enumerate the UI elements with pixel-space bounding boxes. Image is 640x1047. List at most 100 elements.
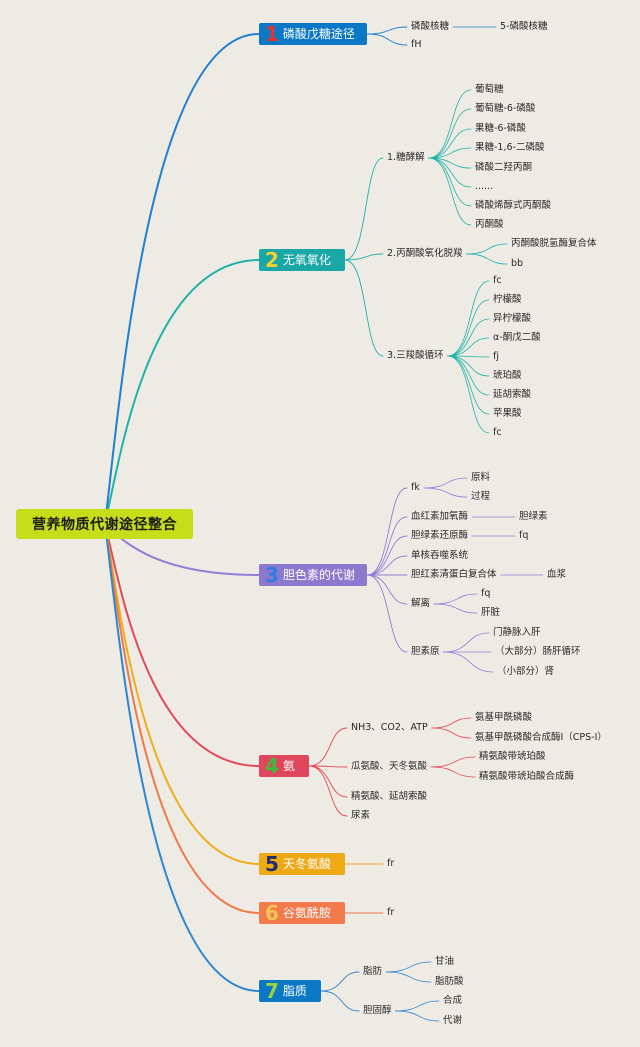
detail-topic[interactable]: 氨基甲酰磷酸合成酶I（CPS-I） xyxy=(475,732,607,743)
detail-connector xyxy=(428,147,472,159)
detail-connector xyxy=(428,157,472,207)
subtopic[interactable]: 尿素 xyxy=(351,810,371,821)
detail-connector xyxy=(385,971,432,983)
branch-label: 天冬氨酸 xyxy=(282,857,331,871)
subtopic[interactable]: 2.丙酮酸氧化脱羧 xyxy=(387,248,463,259)
subtopic[interactable]: 精氨酸、延胡索酸 xyxy=(351,791,428,802)
subtopic-connector xyxy=(344,253,384,261)
branch-label: 氨 xyxy=(282,759,295,773)
branch-label: 谷氨酰胺 xyxy=(282,906,331,920)
subtopic[interactable]: 磷酸核糖 xyxy=(411,21,450,32)
branch-label: 胆色素的代谢 xyxy=(282,568,355,582)
detail-connector xyxy=(447,318,490,357)
detail-connector xyxy=(428,157,472,226)
detail-topic[interactable]: α-酮戊二酸 xyxy=(493,332,541,343)
subtopic[interactable]: 3.三羧酸循环 xyxy=(387,350,444,361)
subtopic-connector xyxy=(344,259,384,357)
subtopic[interactable]: 胆固醇 xyxy=(363,1005,392,1016)
detail-topic[interactable]: 精氨酸带琥珀酸 xyxy=(479,751,546,762)
detail-topic[interactable]: 脂肪酸 xyxy=(435,976,464,987)
detail-topic[interactable]: 磷酸二羟丙酮 xyxy=(475,162,533,173)
subtopic[interactable]: 解离 xyxy=(411,598,431,609)
root-topic[interactable]: 营养物质代谢途径整合 xyxy=(16,509,193,539)
detail-topic[interactable]: （小部分）肾 xyxy=(497,666,555,677)
detail-connector xyxy=(428,89,472,159)
subtopic-connector xyxy=(366,574,408,605)
detail-topic[interactable]: bb xyxy=(511,258,524,269)
detail-topic[interactable]: 代谢 xyxy=(443,1015,463,1026)
detail-connector xyxy=(395,1010,440,1022)
detail-topic[interactable]: 原料 xyxy=(471,472,491,483)
subtopic[interactable]: fr xyxy=(387,858,395,869)
subtopic[interactable]: fH xyxy=(411,39,422,50)
detail-connector xyxy=(431,717,472,729)
detail-topic[interactable]: 精氨酸带琥珀酸合成酶 xyxy=(479,771,575,782)
detail-topic[interactable]: 胆绿素 xyxy=(519,511,548,522)
subtopic[interactable]: NH3、CO2、ATP xyxy=(351,722,428,733)
subtopic-connector xyxy=(320,990,360,1012)
detail-topic[interactable]: fq xyxy=(481,588,491,599)
detail-topic[interactable]: fc xyxy=(493,427,502,438)
detail-topic[interactable]: ...... xyxy=(475,181,494,192)
detail-topic[interactable]: 甘油 xyxy=(435,956,455,967)
detail-topic[interactable]: 果糖-1,6-二磷酸 xyxy=(475,142,545,153)
detail-topic[interactable]: 丙酮酸 xyxy=(475,219,504,230)
detail-topic[interactable]: 柠檬酸 xyxy=(493,294,522,305)
detail-topic[interactable]: 氨基甲酰磷酸 xyxy=(475,712,533,723)
detail-topic[interactable]: 5-磷酸核糖 xyxy=(500,21,548,32)
subtopic[interactable]: 瓜氨酸、天冬氨酸 xyxy=(351,761,428,772)
subtopic[interactable]: 单核吞噬系统 xyxy=(411,550,469,561)
detail-topic[interactable]: 肝脏 xyxy=(481,607,501,618)
branch-number: 4 xyxy=(265,754,279,778)
subtopic-connector xyxy=(308,765,348,798)
detail-topic[interactable]: 苹果酸 xyxy=(493,408,522,419)
detail-topic[interactable]: fj xyxy=(493,351,499,362)
subtopic-connector xyxy=(366,555,408,576)
subtopic[interactable]: 血红素加氧酶 xyxy=(411,511,469,522)
branch-label: 脂质 xyxy=(282,984,307,998)
detail-topic[interactable]: 异柠檬酸 xyxy=(493,313,532,324)
detail-topic[interactable]: 葡萄糖 xyxy=(475,84,504,95)
detail-connector xyxy=(428,128,472,159)
detail-topic[interactable]: 葡萄糖-6-磷酸 xyxy=(475,103,536,114)
subtopic[interactable]: 1.糖酵解 xyxy=(387,152,425,163)
subtopic-connector xyxy=(366,26,408,35)
branch-label: 无氧氧化 xyxy=(282,253,331,267)
subtopic[interactable]: 脂肪 xyxy=(363,966,383,977)
branch-label: 磷酸戊糖途径 xyxy=(282,27,355,41)
detail-topic[interactable]: 合成 xyxy=(443,995,463,1006)
detail-connector xyxy=(430,756,476,768)
detail-topic[interactable]: 过程 xyxy=(471,491,491,502)
detail-topic[interactable]: fc xyxy=(493,275,502,286)
subtopic[interactable]: 胆红素清蛋白复合体 xyxy=(411,569,497,580)
detail-topic[interactable]: 血浆 xyxy=(547,569,567,580)
detail-topic[interactable]: 门静脉入肝 xyxy=(493,627,541,638)
subtopic-connector xyxy=(344,157,384,261)
detail-topic[interactable]: 琥珀酸 xyxy=(493,370,522,381)
detail-connector xyxy=(447,337,490,357)
subtopic[interactable]: 胆素原 xyxy=(411,646,440,657)
detail-topic[interactable]: 磷酸烯醇式丙酮酸 xyxy=(475,200,552,211)
subtopic[interactable]: 胆绿素还原酶 xyxy=(411,530,469,541)
branch-connector-6 xyxy=(104,523,260,914)
branch-number: 3 xyxy=(265,563,279,587)
detail-topic[interactable]: （大部分）肠肝循环 xyxy=(495,646,581,657)
detail-connector xyxy=(423,487,468,498)
detail-topic[interactable]: fq xyxy=(519,530,529,541)
detail-topic[interactable]: 果糖-6-磷酸 xyxy=(475,123,526,134)
branch-number: 2 xyxy=(265,248,279,272)
subtopic[interactable]: fk xyxy=(411,482,420,493)
subtopic[interactable]: fr xyxy=(387,907,395,918)
subtopic-connector xyxy=(308,727,348,767)
detail-topic[interactable]: 延胡索酸 xyxy=(493,389,532,400)
detail-connector xyxy=(385,961,432,973)
detail-topic[interactable]: 丙酮酸脱氢酶复合体 xyxy=(511,238,597,249)
